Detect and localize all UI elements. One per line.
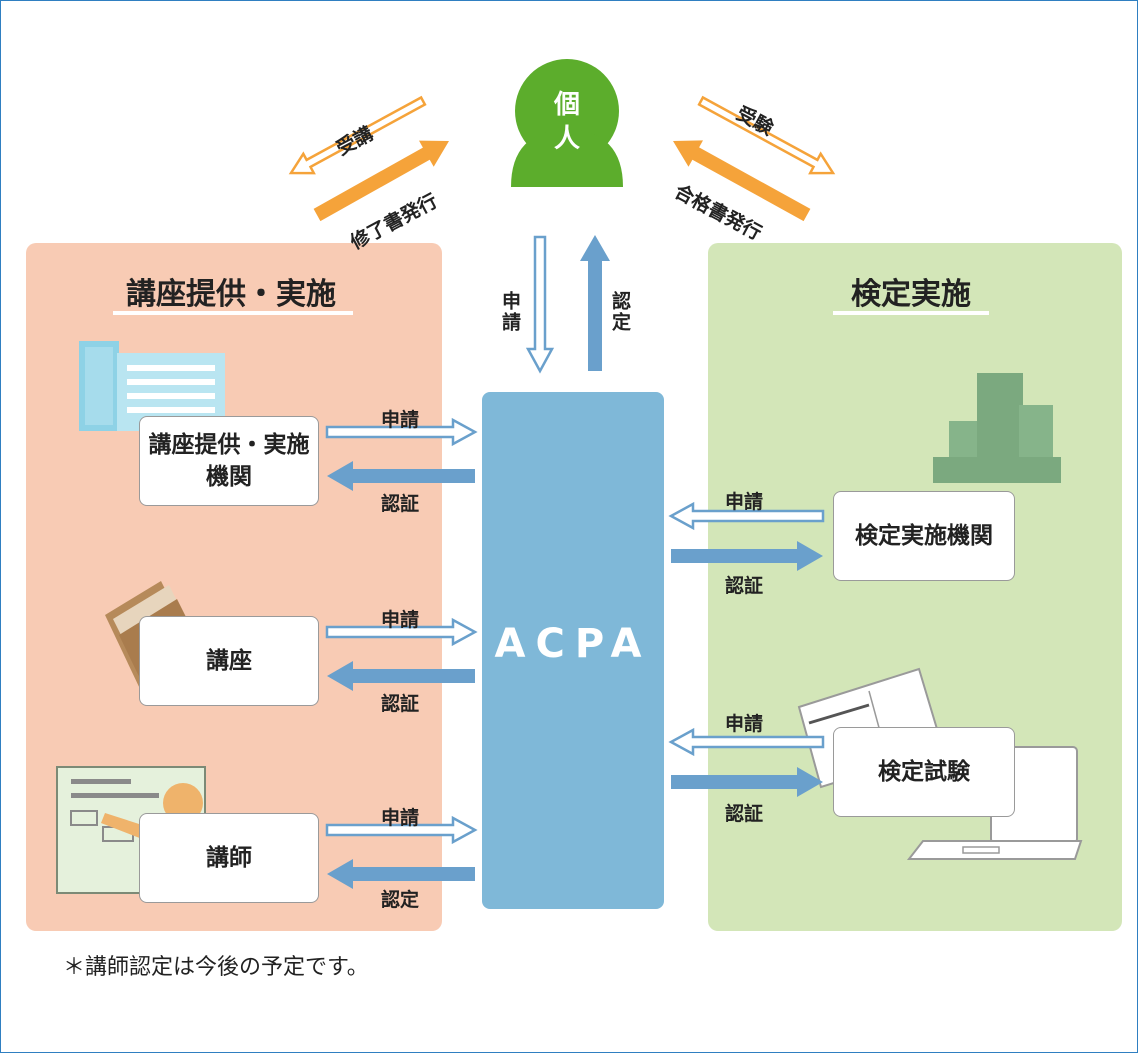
footnote: ＊講師認定は今後の予定です。 bbox=[63, 955, 369, 980]
course-box: 講座 bbox=[139, 616, 319, 706]
acpa-block bbox=[482, 392, 664, 909]
left-approval-label-3: 認定 bbox=[381, 889, 420, 911]
right-application-label-2: 申請 bbox=[725, 713, 764, 735]
right-approval-label-1: 認証 bbox=[725, 575, 764, 597]
left-application-arrow-1 bbox=[325, 417, 478, 447]
up-approval-label: 認定 bbox=[609, 291, 631, 333]
right-approval-arrow-1 bbox=[671, 541, 823, 571]
left-application-label-3: 申請 bbox=[381, 807, 420, 829]
completion-certificate-arrow bbox=[313, 140, 449, 222]
instructor-box: 講師 bbox=[139, 813, 319, 903]
left-approval-arrow-1 bbox=[327, 461, 475, 491]
course-provider-box: 講座提供・実施 機関 bbox=[139, 416, 319, 506]
certification-exam-box: 検定試験 bbox=[833, 727, 1015, 817]
acpa-label: ACPA bbox=[494, 621, 652, 667]
person-icon bbox=[511, 59, 623, 187]
left-approval-arrow-3 bbox=[327, 859, 475, 889]
certification-organization-box: 検定実施機関 bbox=[833, 491, 1015, 581]
left-approval-arrow-2 bbox=[327, 661, 475, 691]
certification-exam-title-underline bbox=[833, 311, 989, 315]
left-application-arrow-2 bbox=[325, 617, 478, 647]
left-approval-label-2: 認証 bbox=[381, 693, 420, 715]
left-application-label-1: 申請 bbox=[381, 409, 420, 431]
attend-course-arrow bbox=[288, 95, 427, 175]
left-application-label-2: 申請 bbox=[381, 609, 420, 631]
right-application-label-1: 申請 bbox=[725, 491, 764, 513]
individual-label: 個 人 bbox=[553, 90, 580, 154]
down-application-arrow bbox=[525, 235, 555, 374]
course-provider-title-underline bbox=[113, 311, 353, 315]
certification-exam-panel-title: 検定実施 bbox=[851, 277, 971, 312]
right-application-arrow-2 bbox=[668, 727, 825, 757]
down-application-label: 申請 bbox=[499, 291, 521, 333]
right-application-arrow-1 bbox=[668, 501, 825, 531]
left-application-arrow-3 bbox=[325, 815, 478, 845]
pass-certificate-arrow bbox=[673, 140, 811, 222]
up-approval-arrow bbox=[580, 235, 610, 371]
right-approval-label-2: 認証 bbox=[725, 803, 764, 825]
take-exam-arrow bbox=[697, 95, 836, 175]
left-approval-label-1: 認証 bbox=[381, 493, 420, 515]
right-approval-arrow-2 bbox=[671, 767, 823, 797]
skyline-icon bbox=[933, 373, 1061, 483]
course-provider-panel-title: 講座提供・実施 bbox=[126, 277, 336, 312]
